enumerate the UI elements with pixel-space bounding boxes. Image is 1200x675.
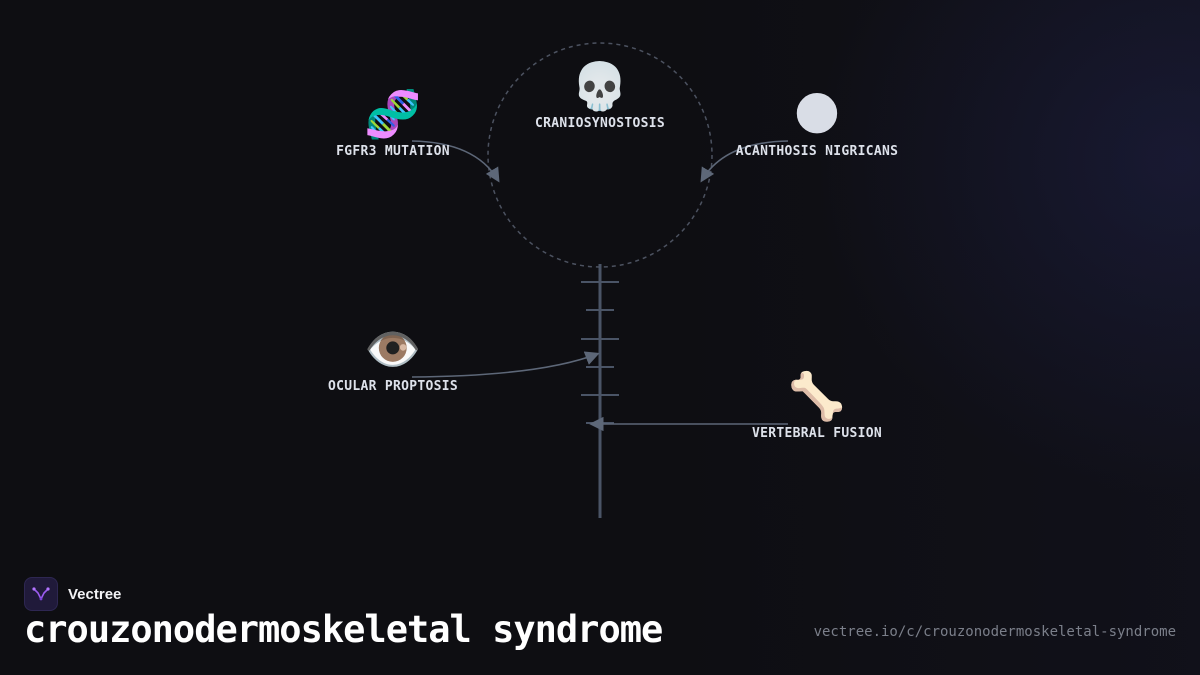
center-circle <box>487 42 713 268</box>
node-label: CRANIOSYNOSTOSIS <box>534 116 666 131</box>
node-label: OCULAR PROPTOSIS <box>327 379 459 394</box>
brand-name: Vectree <box>68 585 122 603</box>
node-craniosynostosis: 💀 CRANIOSYNOSTOSIS <box>535 58 665 131</box>
node-label: FGFR3 MUTATION <box>336 144 450 159</box>
brand[interactable]: Vectree <box>24 577 121 611</box>
node-label: ACANTHOSIS NIGRICANS <box>735 144 899 159</box>
skull-icon: 💀 <box>571 59 629 113</box>
connector-fgfr3 <box>411 140 500 183</box>
bone-icon: 🦴 <box>788 369 846 423</box>
dna-icon: 🧬 <box>364 87 422 141</box>
connector-ocular <box>411 351 600 378</box>
eye-icon: 👁️ <box>364 322 422 376</box>
connector-acanthosis <box>700 140 789 183</box>
page-url[interactable]: vectree.io/c/crouzonodermoskeletal-syndr… <box>813 624 1176 640</box>
node-fgfr3-mutation: 🧬 FGFR3 MUTATION <box>336 86 450 159</box>
node-vertebral-fusion: 🦴 VERTEBRAL FUSION <box>752 368 882 441</box>
vectree-logo-icon <box>24 577 58 611</box>
node-label: VERTEBRAL FUSION <box>751 426 883 441</box>
node-acanthosis-nigricans: 🌑 ACANTHOSIS NIGRICANS <box>736 86 899 159</box>
page-title: crouzonodermoskeletal syndrome <box>24 608 663 651</box>
dark-moon-icon: 🌑 <box>793 87 841 141</box>
node-ocular-proptosis: 👁️ OCULAR PROPTOSIS <box>328 321 458 394</box>
